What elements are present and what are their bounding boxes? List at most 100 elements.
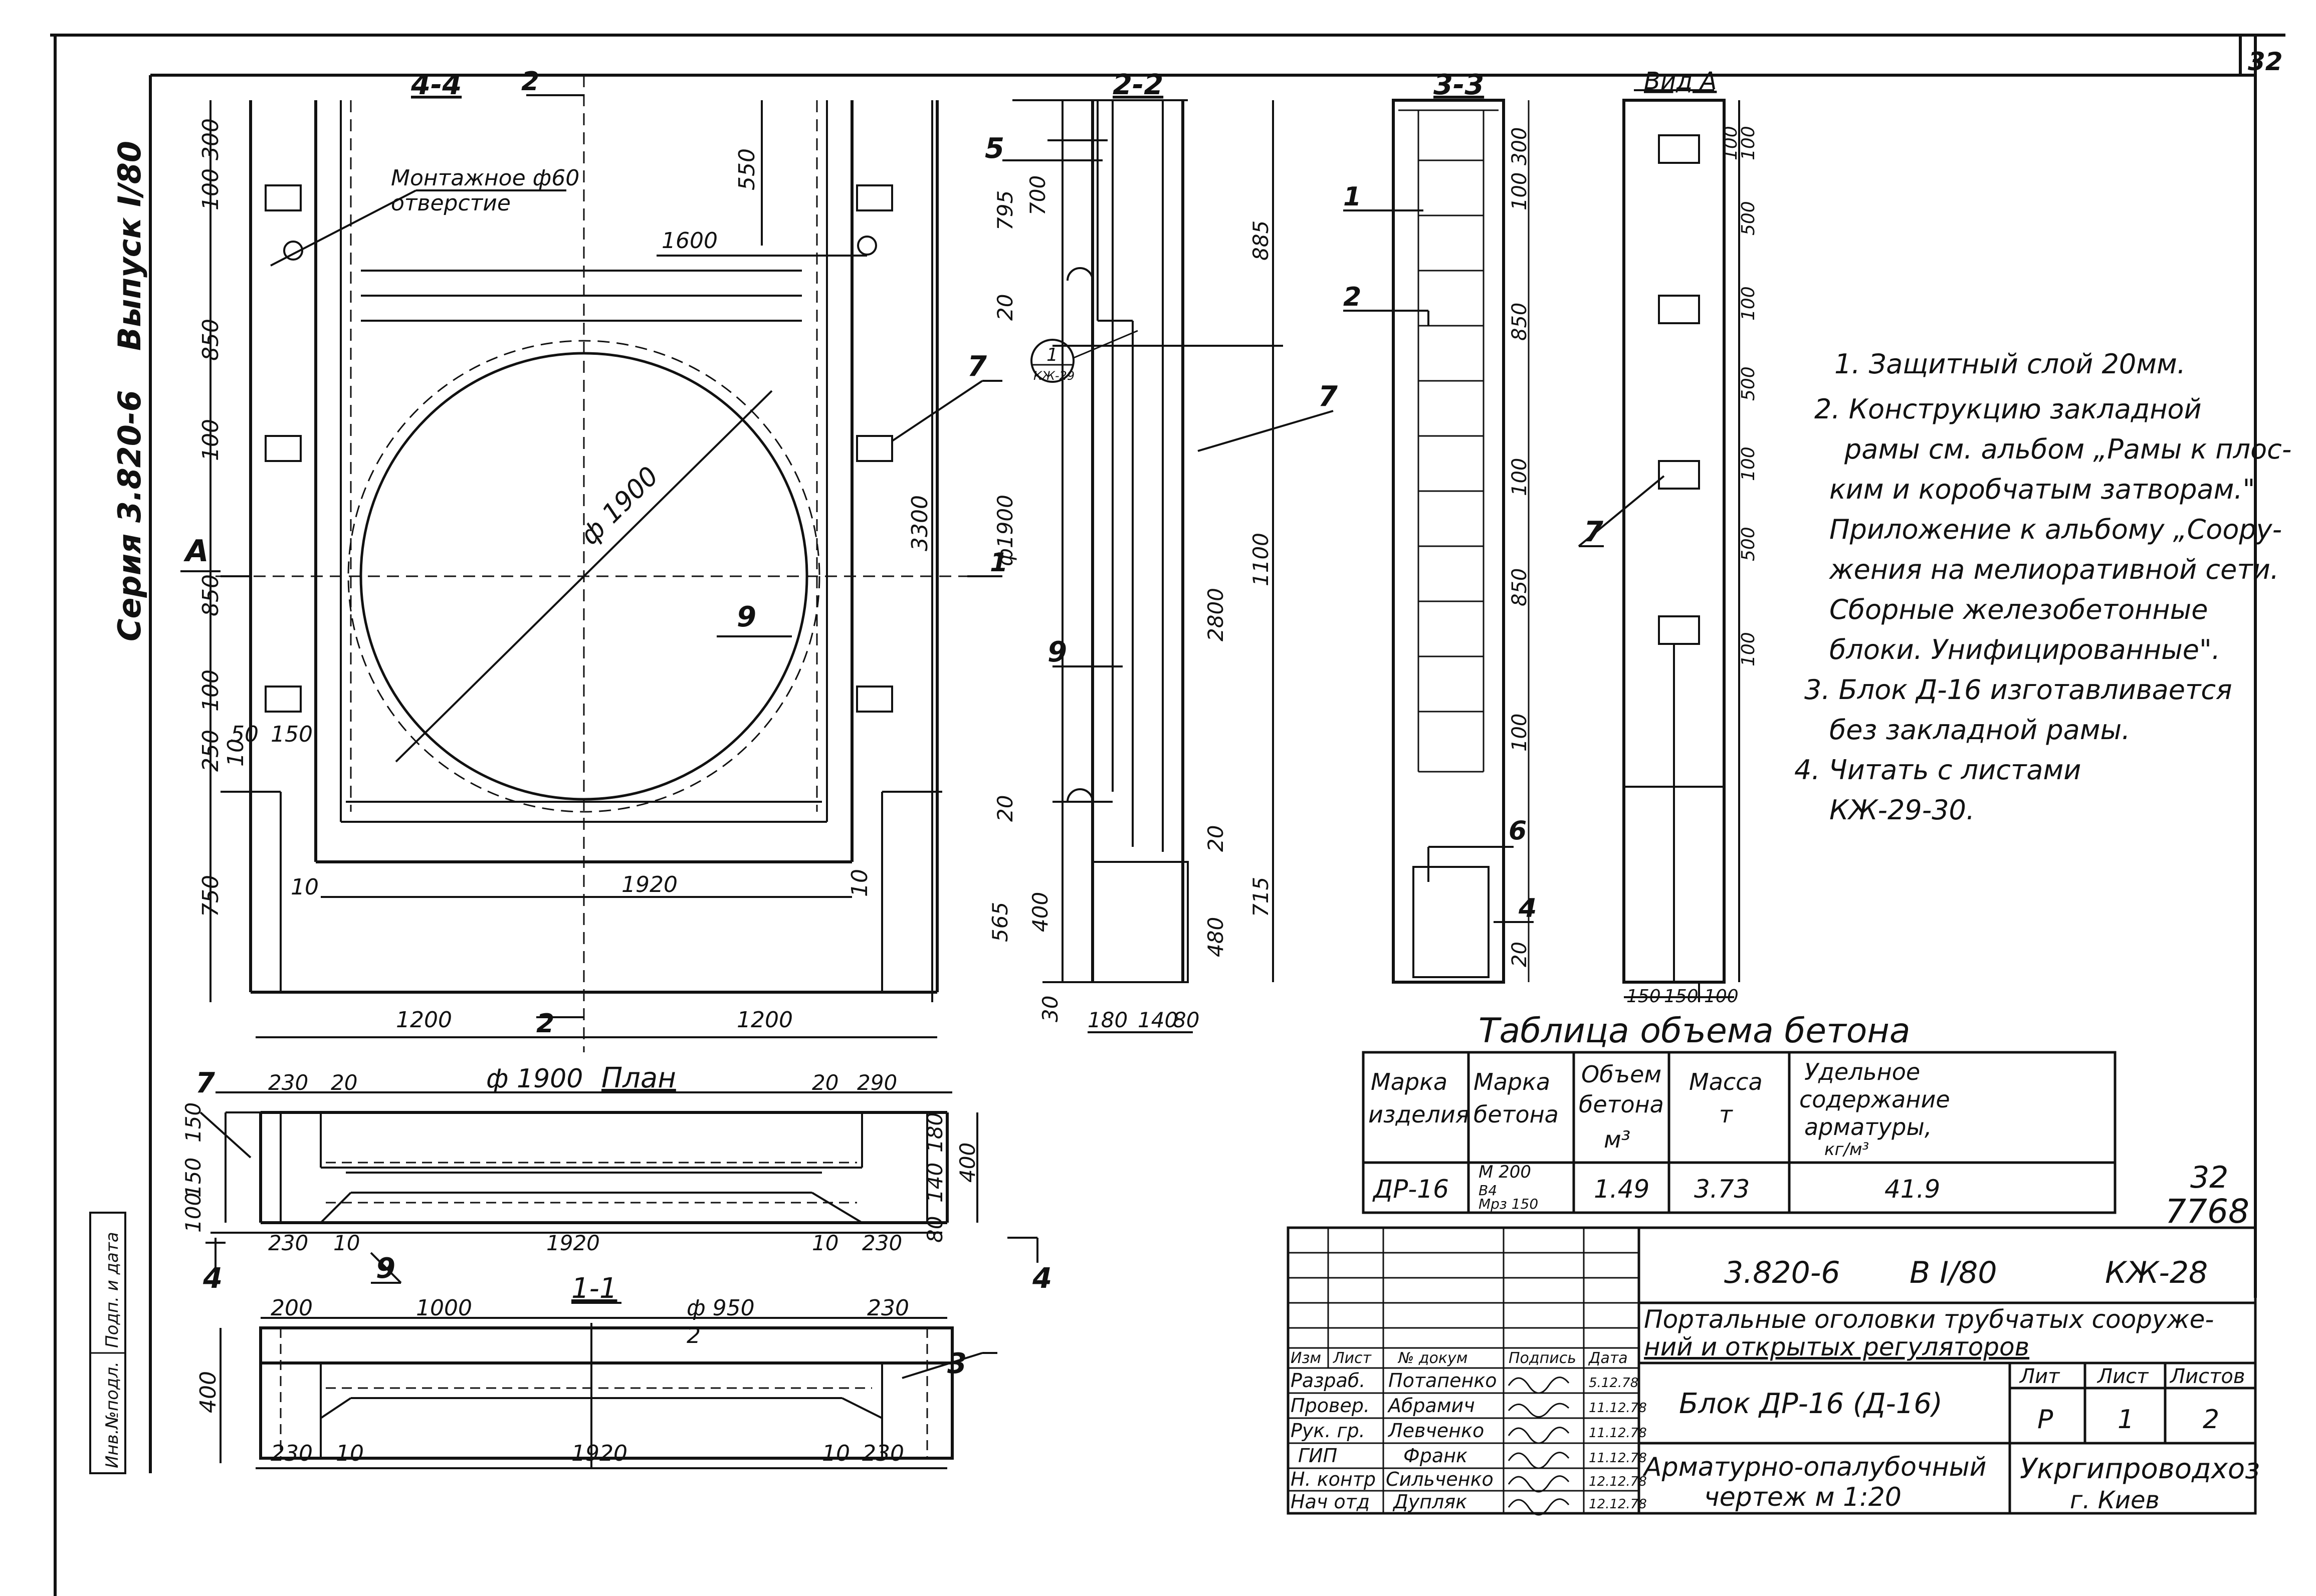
- plan-dim-20-left: 20: [331, 1070, 357, 1095]
- th-mark-1: Марка: [1371, 1068, 1447, 1095]
- s11-dim-230-top: 230: [867, 1295, 909, 1321]
- plan-dim-230-top: 230: [268, 1070, 308, 1095]
- dim-3-100a: 100: [1508, 172, 1531, 210]
- name-checker: Абрамич: [1387, 1395, 1475, 1417]
- position-5: 5: [985, 132, 1004, 165]
- position-7-section-2: 7: [1318, 380, 1338, 413]
- date-norm-control: 12.12.78: [1589, 1474, 1647, 1489]
- dim-715: 715: [1248, 877, 1273, 917]
- dim-100c: 100: [198, 669, 224, 712]
- s11-dim-400: 400: [195, 1371, 221, 1413]
- s11-dim-1920: 1920: [571, 1441, 627, 1466]
- dim-a-100e: 100: [1738, 632, 1759, 666]
- dim-850a: 850: [198, 319, 224, 361]
- sheets-header: Листов: [2169, 1365, 2245, 1388]
- org-name: Укргипроводхоз: [2020, 1453, 2260, 1485]
- plan-dim-230-br: 230: [862, 1231, 902, 1255]
- position-9-section-2: 9: [1047, 636, 1067, 668]
- signatures: [1508, 1377, 1570, 1516]
- dim-a-100d: 100: [1738, 446, 1759, 481]
- plan-dim-150b: 150: [181, 1158, 205, 1198]
- dim-565: 565: [988, 902, 1012, 942]
- sheet-header: Лист: [2096, 1365, 2149, 1388]
- title-block: Изм Лист № докум Подпись Дата Разраб. По…: [1287, 1226, 2260, 1516]
- date-checker: 11.12.78: [1589, 1401, 1647, 1416]
- plan-view: План ф 1900 230 20 20 290 150 150 100 18…: [181, 1062, 1052, 1295]
- role-dept-head: Нач отд: [1291, 1491, 1370, 1513]
- plan-cut-4-left: 4: [202, 1262, 223, 1295]
- section-4-4: 4-4 2 2 А 1 Монтажное ф60 отверстие 300 …: [180, 67, 1008, 1052]
- dim-1100: 1100: [1248, 533, 1273, 586]
- dim-3-850b: 850: [1508, 568, 1531, 606]
- s11-dim-230-bl: 230: [271, 1441, 313, 1466]
- section-3-3-title: 3-3: [1433, 69, 1484, 101]
- col-doc: № докум: [1397, 1349, 1467, 1367]
- sheet-code: КЖ-28: [2105, 1255, 2208, 1290]
- th-mark-2: изделия: [1368, 1101, 1469, 1128]
- s11-dim-1000: 1000: [416, 1295, 472, 1321]
- inv-label: Инв.№подл.: [102, 1361, 122, 1468]
- doc-code: 3.820-6: [1724, 1255, 1840, 1290]
- dim-1920: 1920: [621, 872, 678, 897]
- dim-300: 300: [198, 118, 224, 160]
- dim-a-150b: 150: [1664, 986, 1699, 1007]
- dim-1200-right: 1200: [737, 1007, 793, 1033]
- col-sign: Подпись: [1509, 1349, 1576, 1367]
- section-2-2-title: 2-2: [1113, 69, 1163, 101]
- section-3-3: 3-3 300 100 850 100 850 100 20 1 2 6 4: [1343, 69, 1537, 984]
- cell-concrete-3: Мрз 150: [1479, 1196, 1538, 1212]
- col-izm: Изм: [1291, 1349, 1321, 1367]
- dim-885: 885: [1248, 220, 1273, 261]
- dim-550: 550: [734, 148, 760, 190]
- archive-code: 7768: [2165, 1192, 2249, 1231]
- name-group-lead: Левченко: [1387, 1420, 1484, 1442]
- dim-850b: 850: [198, 574, 224, 616]
- note-4-line2: КЖ-29-30.: [1829, 794, 1975, 826]
- note-2-line3: ким и коробчатым затворам.": [1829, 474, 2255, 505]
- s11-dim-10-br: 10: [822, 1441, 850, 1466]
- name-norm-control: Сильченко: [1386, 1468, 1494, 1490]
- dim-3300: 3300: [907, 495, 933, 551]
- note-2-line7: блоки. Унифицированные".: [1829, 634, 2220, 665]
- notes: 1. Защитный слой 20мм. 2. Конструкцию за…: [1794, 348, 2291, 826]
- view-a: Вид А 100 100 500 100 500 100 500 100 15…: [1578, 67, 1759, 1007]
- inventory-stamp: Инв.№подл. Подп. и дата: [89, 1212, 126, 1474]
- cell-mass: 3.73: [1694, 1175, 1750, 1204]
- project-title-1: Портальные оголовки трубчатых сооруже-: [1644, 1305, 2214, 1334]
- hole-note-line1: Монтажное ф60: [391, 165, 579, 191]
- note-2-line6: Сборные железобетонные: [1829, 594, 2208, 625]
- section-1-1: 1-1 200 1000 ф 950 230 2 400 230 10 1920…: [195, 1272, 997, 1469]
- date-chief-engineer: 11.12.78: [1589, 1451, 1647, 1466]
- dim-a-100f: 100: [1704, 986, 1739, 1007]
- section-4-4-title: 4-4: [410, 69, 462, 101]
- dim-3-100c: 100: [1508, 714, 1531, 752]
- dim-750: 750: [198, 875, 224, 917]
- cell-rebar: 41.9: [1884, 1175, 1940, 1204]
- plan-dim-150a: 150: [181, 1102, 205, 1143]
- dim-480: 480: [1203, 917, 1228, 957]
- sheet-frame: [50, 34, 2285, 1596]
- section-2-2: 1 КЖ-29 2-2 795 700 20 ф1900 20 565 400 …: [985, 69, 1338, 1033]
- dim-100a: 100: [198, 168, 224, 210]
- dim-3-20: 20: [1508, 942, 1531, 967]
- drawing-type-2: чертеж м 1:20: [1704, 1482, 1902, 1512]
- role-developer: Разраб.: [1291, 1370, 1365, 1392]
- dim-a-150a: 150: [1626, 986, 1661, 1007]
- dim-795: 795: [993, 190, 1017, 231]
- s11-dim-f950: ф 950: [687, 1295, 755, 1321]
- plan-dim-10-bl: 10: [333, 1231, 360, 1255]
- th-concrete-1: Марка: [1473, 1068, 1550, 1095]
- dim-f1900: ф1900: [993, 495, 1017, 566]
- plan-dim-230-bl: 230: [268, 1231, 308, 1255]
- dim-180: 180: [1088, 1008, 1128, 1032]
- cell-mark: ДР-16: [1372, 1175, 1449, 1204]
- cut-mark-2-top: 2: [521, 67, 539, 97]
- dim-3-100b: 100: [1508, 458, 1531, 496]
- table-title: Таблица объема бетона: [1479, 1011, 1911, 1051]
- role-checker: Провер.: [1291, 1395, 1370, 1417]
- dim-50: 50: [231, 722, 259, 747]
- s11-dim-200: 200: [271, 1295, 313, 1321]
- cell-concrete-2: В4: [1479, 1182, 1497, 1199]
- cell-volume: 1.49: [1594, 1175, 1649, 1204]
- project-title-2: ний и открытых регуляторов: [1644, 1332, 2029, 1361]
